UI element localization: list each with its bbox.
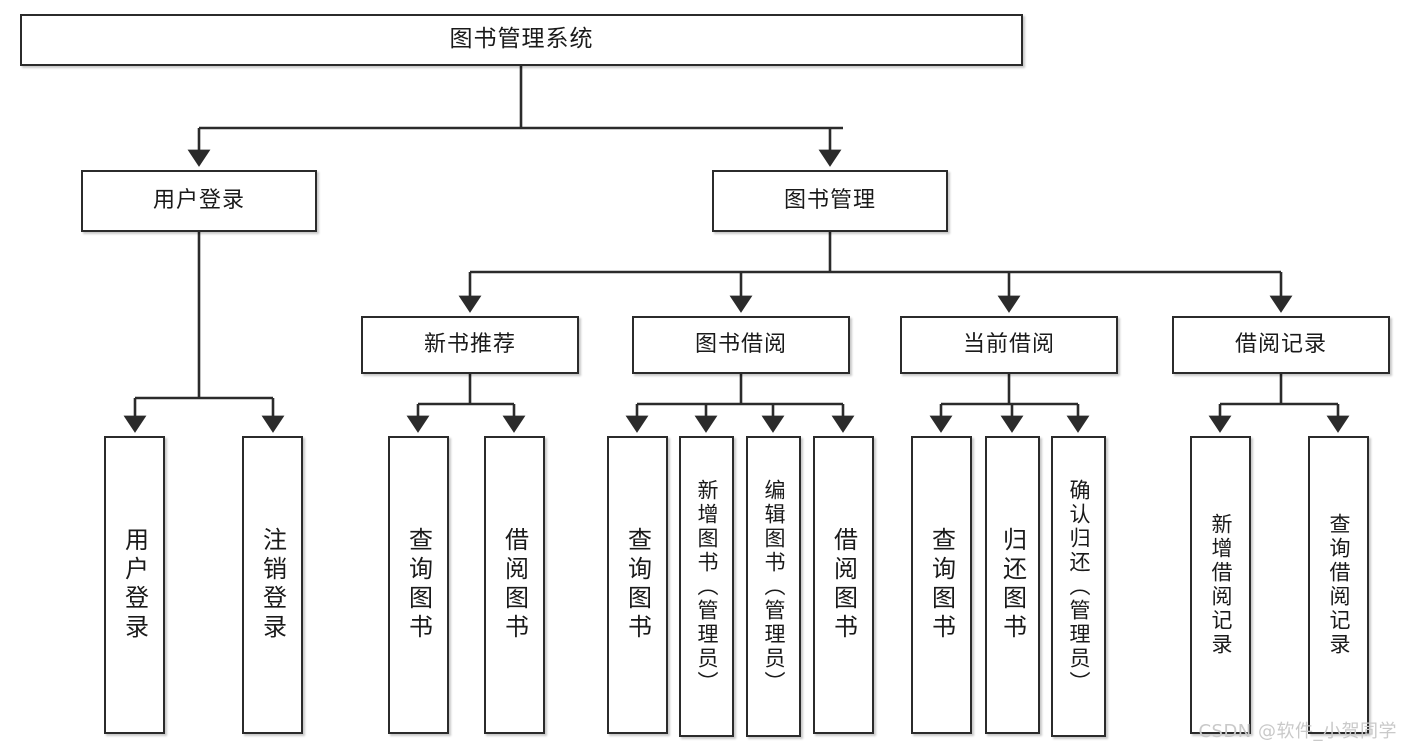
node-level2-1-label: 用户登录 [152,187,245,213]
node-leaf-6[interactable]: 新增图书（管理员） [679,436,734,737]
node-leaf-2-label: 注销登录 [258,527,287,643]
node-level3-4-label: 借阅记录 [1234,331,1327,357]
node-level2-2[interactable]: 图书管理 [712,170,948,232]
node-leaf-1-label: 用户登录 [120,527,149,643]
node-level3-4[interactable]: 借阅记录 [1172,316,1390,374]
node-leaf-7[interactable]: 编辑图书（管理员） [746,436,801,737]
node-leaf-9-label: 查询图书 [927,527,956,643]
node-root[interactable]: 图书管理系统 [20,14,1023,66]
node-leaf-13[interactable]: 查询借阅记录 [1308,436,1369,734]
node-leaf-4[interactable]: 借阅图书 [484,436,545,734]
node-leaf-8[interactable]: 借阅图书 [813,436,874,734]
node-leaf-3-label: 查询图书 [404,527,433,643]
node-leaf-4-label: 借阅图书 [500,527,529,643]
node-leaf-8-label: 借阅图书 [829,527,858,643]
node-level3-1-label: 新书推荐 [423,331,516,357]
node-level2-2-label: 图书管理 [783,187,876,213]
node-leaf-5-label: 查询图书 [623,527,652,643]
node-leaf-9[interactable]: 查询图书 [911,436,972,734]
node-leaf-1[interactable]: 用户登录 [104,436,165,734]
node-leaf-11-label: 确认归还（管理员） [1067,478,1091,695]
node-leaf-10[interactable]: 归还图书 [985,436,1040,734]
node-leaf-12-label: 新增借阅记录 [1209,513,1233,657]
node-level3-1[interactable]: 新书推荐 [361,316,579,374]
node-level3-3[interactable]: 当前借阅 [900,316,1118,374]
node-level2-1[interactable]: 用户登录 [81,170,317,232]
node-leaf-13-label: 查询借阅记录 [1327,513,1351,657]
node-leaf-10-label: 归还图书 [998,527,1027,643]
csdn-watermark: CSDN @软件_小贺同学 [1198,721,1397,742]
node-leaf-5[interactable]: 查询图书 [607,436,668,734]
node-leaf-6-label: 新增图书（管理员） [695,478,719,695]
node-level3-3-label: 当前借阅 [962,331,1055,357]
node-leaf-11[interactable]: 确认归还（管理员） [1051,436,1106,737]
node-level3-2-label: 图书借阅 [694,331,787,357]
node-leaf-7-label: 编辑图书（管理员） [762,478,786,695]
node-leaf-2[interactable]: 注销登录 [242,436,303,734]
node-root-label: 图书管理系统 [449,26,594,53]
node-leaf-3[interactable]: 查询图书 [388,436,449,734]
node-level3-2[interactable]: 图书借阅 [632,316,850,374]
node-leaf-12[interactable]: 新增借阅记录 [1190,436,1251,734]
